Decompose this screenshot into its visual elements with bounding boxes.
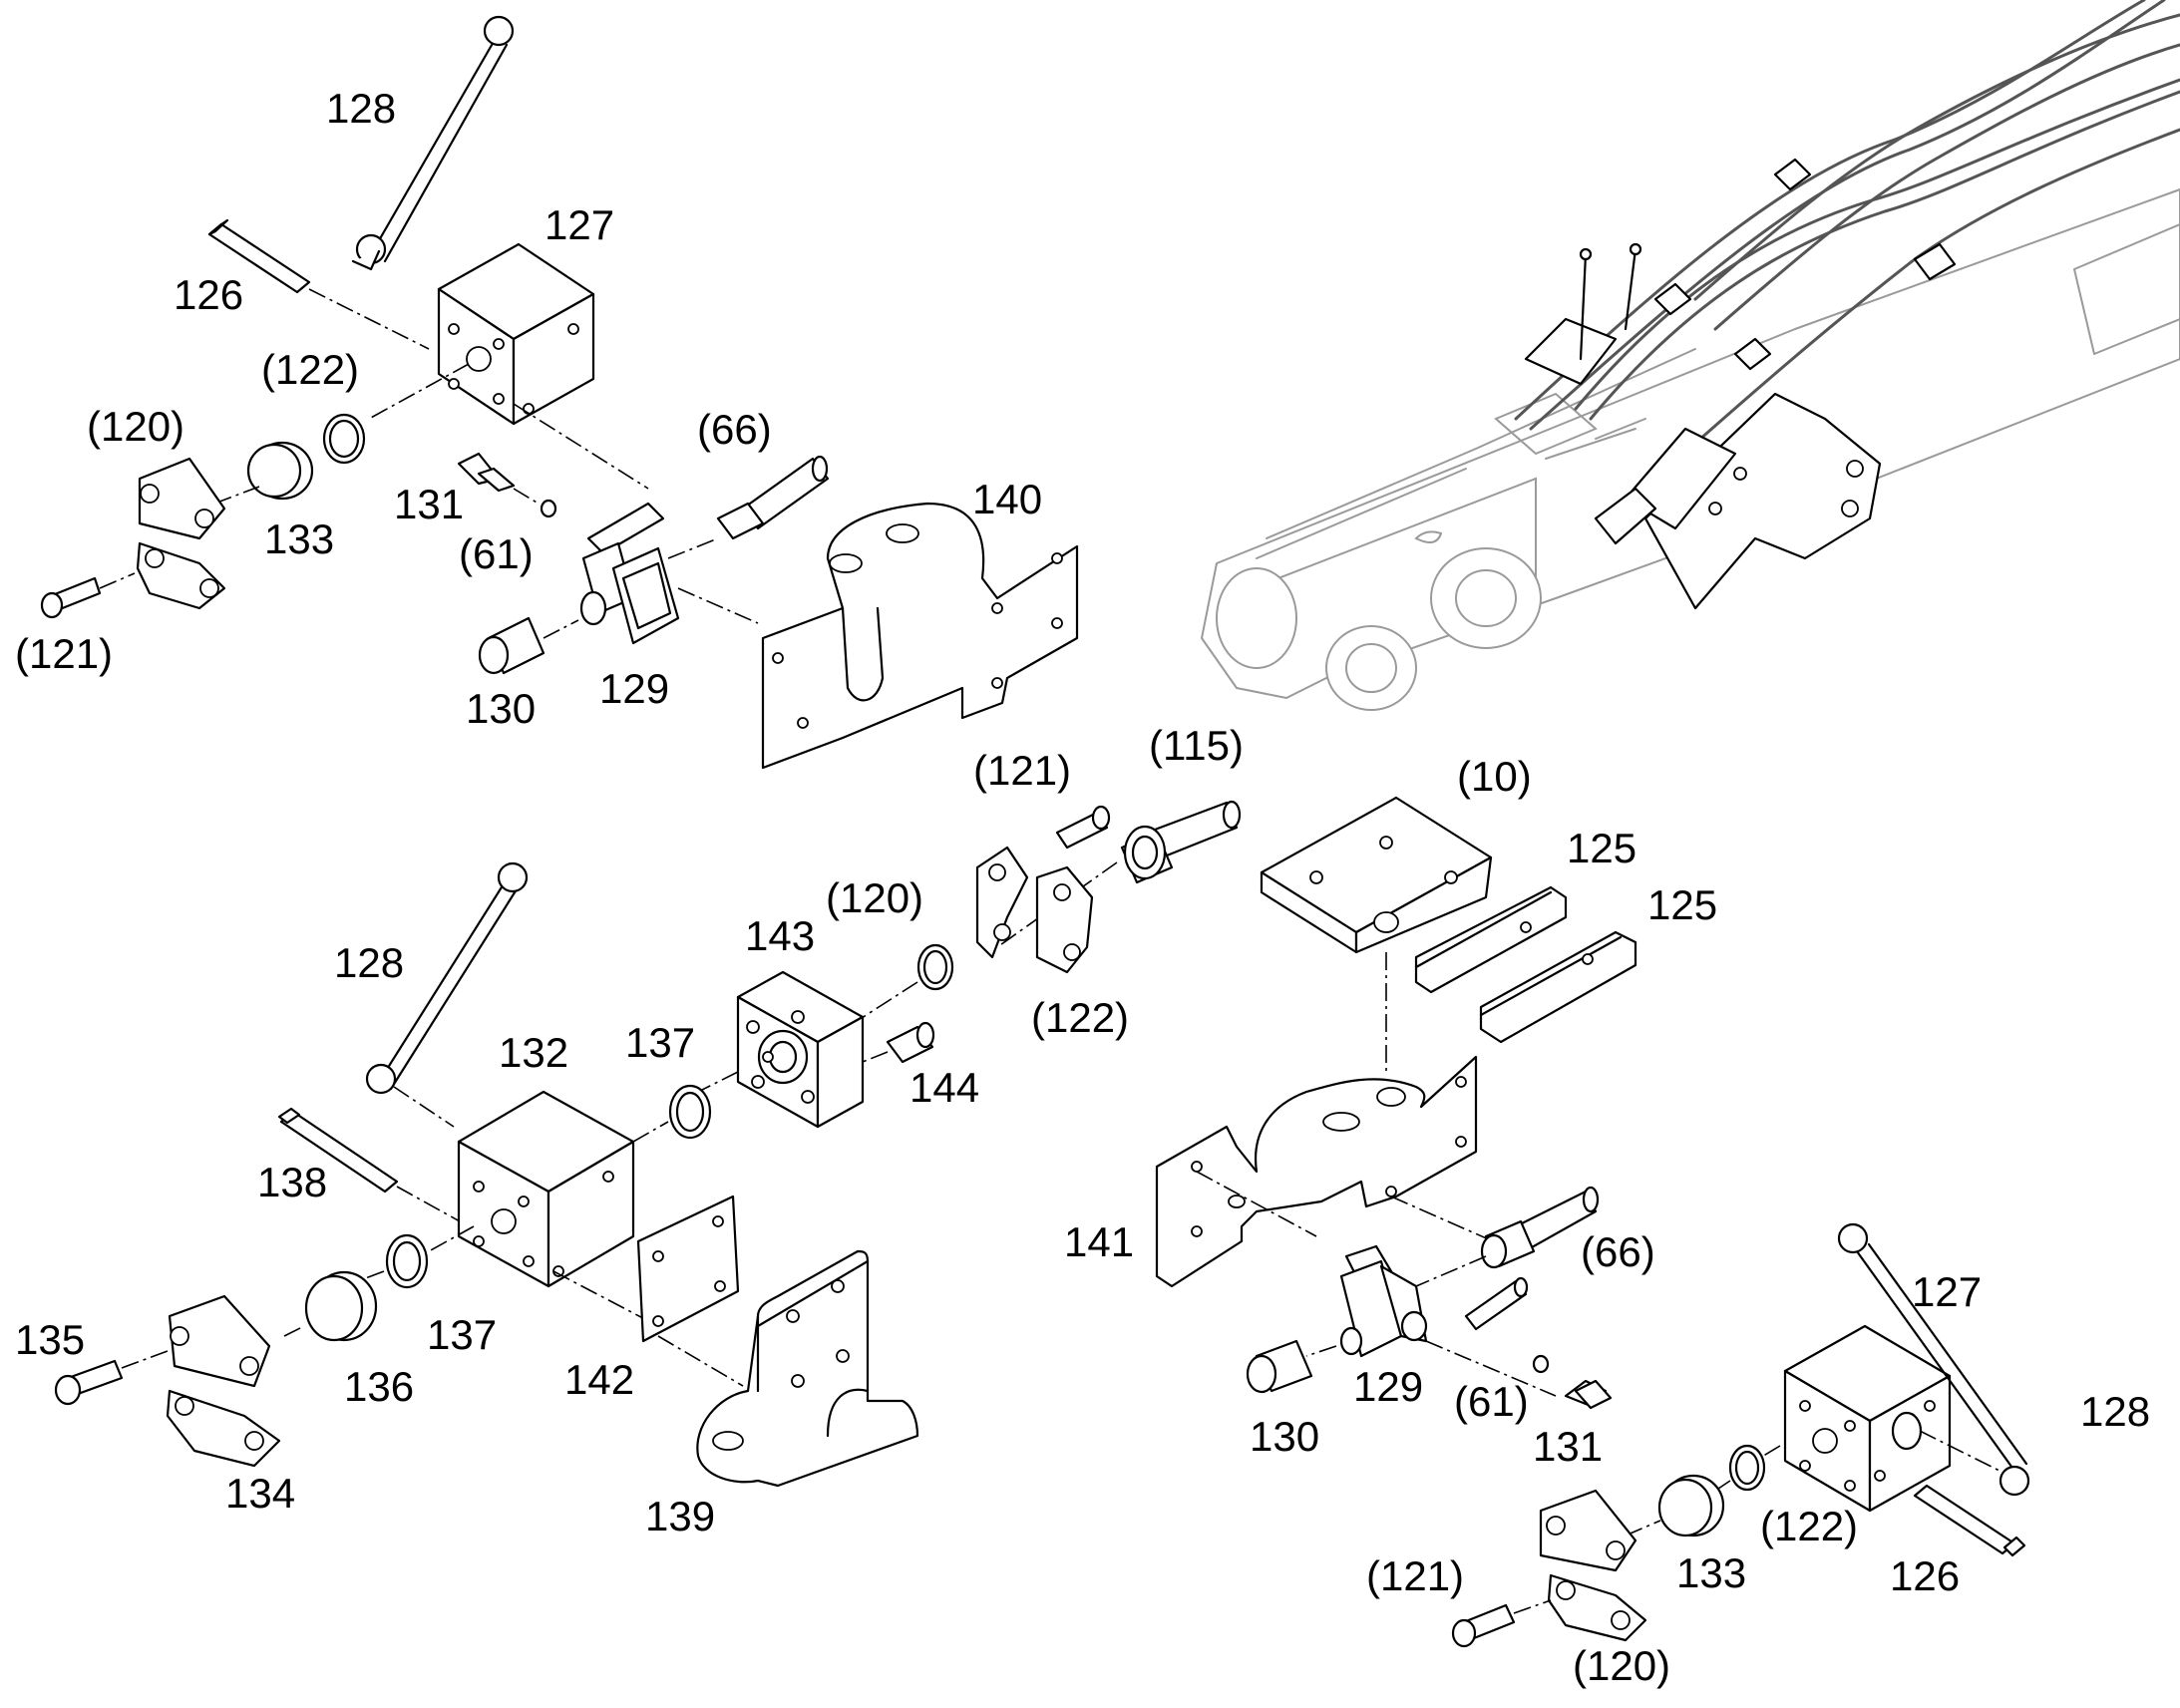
label-120: (120) — [1573, 1642, 1670, 1689]
label-144: 144 — [909, 1064, 979, 1111]
label-131: 131 — [1533, 1423, 1603, 1470]
part-66-fitting-bottom — [1415, 1186, 1600, 1287]
part-144-plug — [862, 1021, 935, 1064]
label-129: 129 — [1353, 1363, 1423, 1410]
part-121-bolt-middle — [1055, 805, 1111, 850]
label-130: 130 — [466, 685, 536, 732]
label-66: (66) — [697, 406, 772, 453]
label-137: 137 — [427, 1311, 497, 1358]
part-120-flange-halves-bottom — [1539, 1489, 1647, 1642]
part-129-valve-top — [579, 502, 759, 645]
label-130: 130 — [1250, 1413, 1319, 1460]
part-120-flange-middle — [975, 846, 1094, 974]
part-141-bracket — [1155, 1055, 1517, 1288]
label-143: 143 — [745, 912, 815, 959]
label-121: (121) — [1366, 1552, 1464, 1599]
part-129-valve-bottom — [1305, 1244, 1557, 1397]
label-128: 128 — [326, 85, 396, 132]
part-130-nut-bottom — [1246, 1339, 1313, 1394]
part-122-ring-top — [322, 413, 366, 465]
label-121: (121) — [15, 630, 113, 677]
part-128-lever-middle — [365, 861, 529, 1128]
label-135: 135 — [15, 1316, 85, 1363]
label-122: (122) — [261, 346, 359, 393]
label-134: 134 — [225, 1470, 295, 1517]
label-125: 125 — [1567, 825, 1636, 871]
label-133: 133 — [264, 515, 334, 562]
part-134-flange-halves — [166, 1294, 281, 1468]
part-132-block — [428, 1090, 669, 1327]
label-126: 126 — [174, 271, 243, 318]
label-140: 140 — [972, 476, 1042, 522]
label-136: 136 — [344, 1363, 414, 1410]
label-126: 126 — [1890, 1552, 1960, 1599]
part-131-bolt-bottom — [1564, 1379, 1613, 1410]
part-128-lever-bottom — [1837, 1222, 2030, 1497]
part-61-washer-bottom — [1532, 1354, 1550, 1374]
label-142: 142 — [564, 1356, 634, 1403]
part-128-lever-top — [351, 15, 515, 271]
part-127-block-bottom — [1759, 1324, 2000, 1513]
label-139: 139 — [645, 1493, 715, 1539]
part-125-strip-1 — [1414, 885, 1568, 994]
part-130-nut-top — [478, 616, 579, 675]
part-120-flange-halves-top — [136, 457, 226, 610]
label-61: (61) — [459, 530, 534, 577]
part-126-bolt-top — [207, 218, 430, 350]
label-121: (121) — [973, 747, 1071, 794]
part-61-washer-top — [540, 499, 557, 518]
part-131-bolt-top — [457, 452, 540, 505]
label-137: 137 — [625, 1019, 695, 1066]
label-128: 128 — [334, 939, 404, 986]
label-132: 132 — [499, 1029, 568, 1076]
part-137-ring-lower — [343, 1233, 429, 1289]
part-135-bolt — [54, 1350, 169, 1406]
part-115-pipe — [996, 800, 1242, 948]
label-120: (120) — [826, 874, 923, 921]
part-127-block-top — [368, 242, 649, 490]
part-133-plug-top — [213, 441, 314, 505]
part-136-plug — [283, 1270, 378, 1342]
part-121-bolt-top — [40, 572, 136, 619]
label-61: (61) — [1454, 1378, 1529, 1425]
label-141: 141 — [1064, 1218, 1134, 1265]
part-121-bolt-bottom — [1451, 1599, 1552, 1648]
part-137-ring-upper — [668, 1084, 712, 1140]
part-133-plug-bottom — [1625, 1474, 1725, 1537]
label-128: 128 — [2080, 1388, 2150, 1435]
label-133: 133 — [1676, 1549, 1746, 1596]
part-140-bracket-top — [761, 502, 1079, 770]
label-129: 129 — [599, 665, 669, 712]
part-138-bolt — [277, 1107, 470, 1227]
label-10: (10) — [1457, 753, 1532, 800]
label-127: 127 — [1912, 1268, 1982, 1315]
part-122-ring-bottom — [1714, 1444, 1766, 1492]
label-125: 125 — [1647, 881, 1717, 928]
part-126-bolt-bottom — [1913, 1484, 2026, 1557]
part-125-strip-2 — [1479, 930, 1637, 1044]
part-122-ring-middle — [847, 943, 954, 1028]
label-66: (66) — [1581, 1228, 1655, 1275]
part-66-fitting-top — [716, 455, 830, 540]
label-131: 131 — [394, 481, 464, 527]
label-138: 138 — [257, 1159, 327, 1205]
label-120: (120) — [87, 403, 184, 450]
label-122: (122) — [1760, 1503, 1858, 1549]
valve-block-on-boom — [1524, 158, 1957, 610]
label-127: 127 — [545, 201, 614, 248]
part-labels: 128 127 126 (122) (120) 133 (121) 131 (6… — [15, 85, 2150, 1689]
part-139-bracket — [696, 1249, 919, 1488]
label-115: (115) — [1149, 722, 1244, 769]
part-10-block — [1260, 796, 1493, 1072]
part-143-plate — [687, 970, 865, 1129]
label-122: (122) — [1031, 994, 1129, 1041]
part-142-plate — [636, 1195, 744, 1387]
